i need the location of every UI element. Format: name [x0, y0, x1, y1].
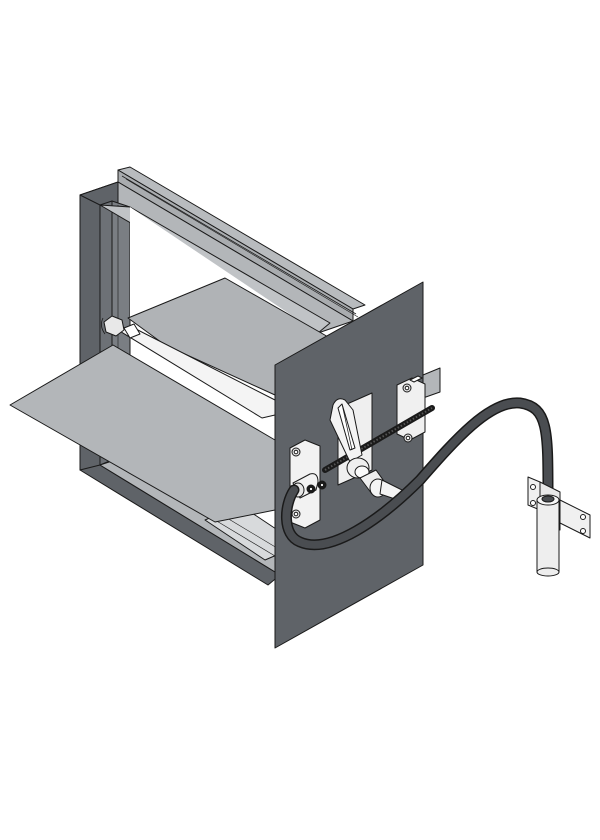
blade-axle [101, 315, 276, 419]
actuator-mechanism [289, 375, 435, 529]
sensor-bracket [527, 476, 591, 577]
capillary-cable [280, 397, 554, 551]
